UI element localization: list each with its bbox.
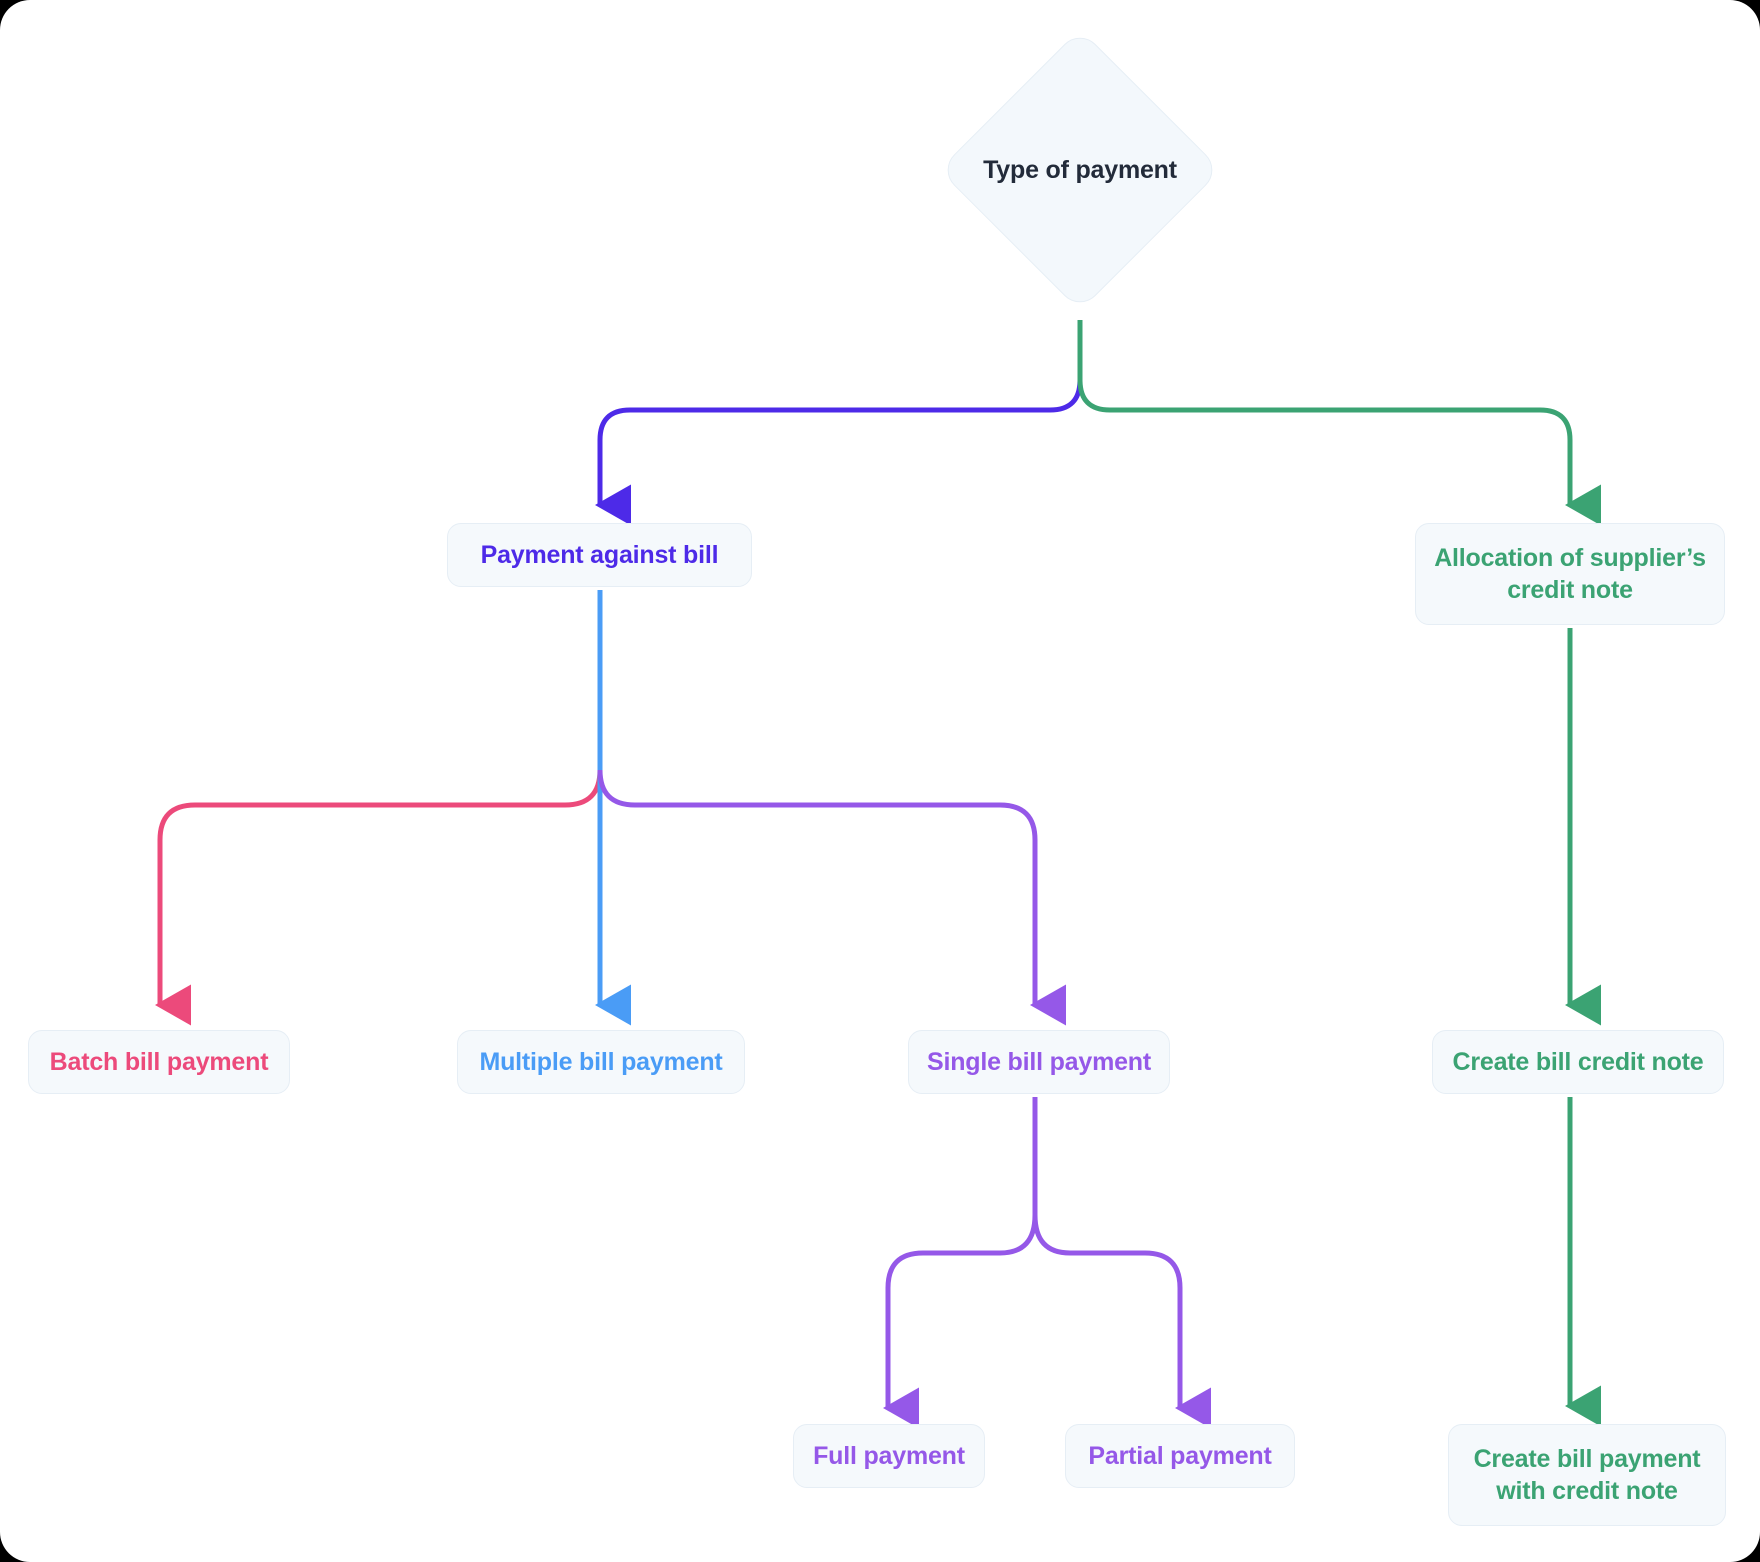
node-create-bill-payment-with-credit-note[interactable]: Create bill payment with credit note (1448, 1424, 1726, 1526)
node-batch-bill-payment[interactable]: Batch bill payment (28, 1030, 290, 1094)
decision-node-label: Type of payment (983, 155, 1177, 184)
edge-root-to-allocation (1077, 320, 1602, 526)
edge-single-to-full (883, 1214, 1038, 1429)
node-multiple-bill-payment[interactable]: Multiple bill payment (457, 1030, 745, 1094)
node-create-bill-credit-note[interactable]: Create bill credit note (1432, 1030, 1724, 1094)
node-allocation-of-suppliers-credit-note[interactable]: Allocation of supplier’s credit note (1415, 523, 1725, 625)
edge-payment-to-batch (155, 769, 603, 1026)
edge-single-to-partial (1032, 1214, 1212, 1429)
edge-root-to-payment-against-bill (595, 320, 1083, 526)
node-single-bill-payment[interactable]: Single bill payment (908, 1030, 1170, 1094)
node-payment-against-bill[interactable]: Payment against bill (447, 523, 752, 587)
node-partial-payment[interactable]: Partial payment (1065, 1424, 1295, 1488)
node-full-payment[interactable]: Full payment (793, 1424, 985, 1488)
edge-payment-to-single (597, 769, 1067, 1026)
